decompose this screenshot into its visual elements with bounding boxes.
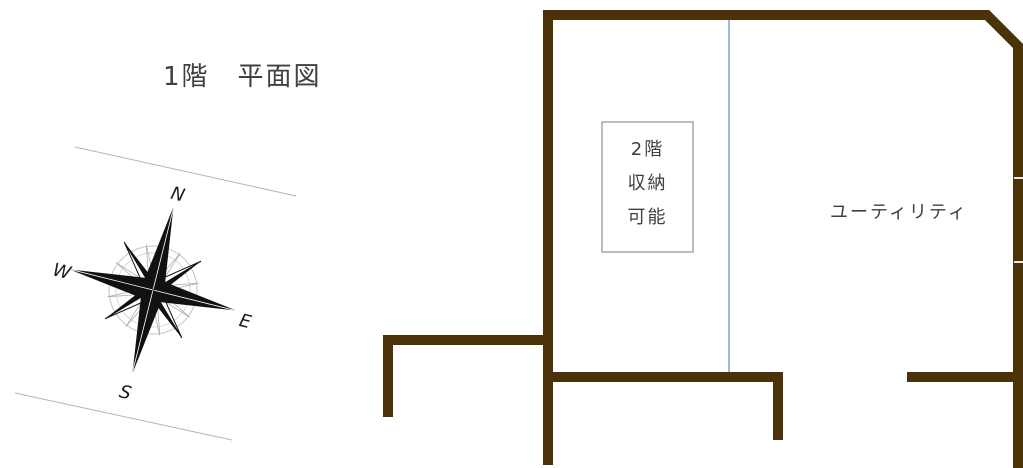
compass-west-point xyxy=(71,269,155,298)
compass-east-point xyxy=(151,282,235,311)
storage-note-line-3: 可能 xyxy=(627,207,668,228)
wall-left-branch xyxy=(383,335,553,417)
compass-south-point xyxy=(132,288,161,372)
storage-note-text: 2階 収納 可能 xyxy=(602,133,693,235)
compass-rose: N W E S xyxy=(50,183,254,405)
room-label-utility: ユーティリティ xyxy=(830,202,968,223)
compass-south-label: S xyxy=(117,381,133,404)
storage-note-box xyxy=(601,121,694,253)
wall-top-and-right xyxy=(543,10,1023,468)
storage-note-line-2: 収納 xyxy=(627,173,668,194)
compass-frame-bottom-edge xyxy=(14,392,233,441)
compass-east-label: E xyxy=(237,310,254,333)
compass-west-label: W xyxy=(50,260,74,285)
compass-north-point xyxy=(145,208,174,292)
wall-lower-partition xyxy=(553,372,783,440)
compass-cardinal-points xyxy=(71,208,235,372)
compass-north-label: N xyxy=(169,183,187,207)
compass-frame-top-edge xyxy=(74,146,297,197)
storage-note-line-1: 2階 xyxy=(630,139,665,160)
page-title: 1階 平面図 xyxy=(163,62,322,92)
